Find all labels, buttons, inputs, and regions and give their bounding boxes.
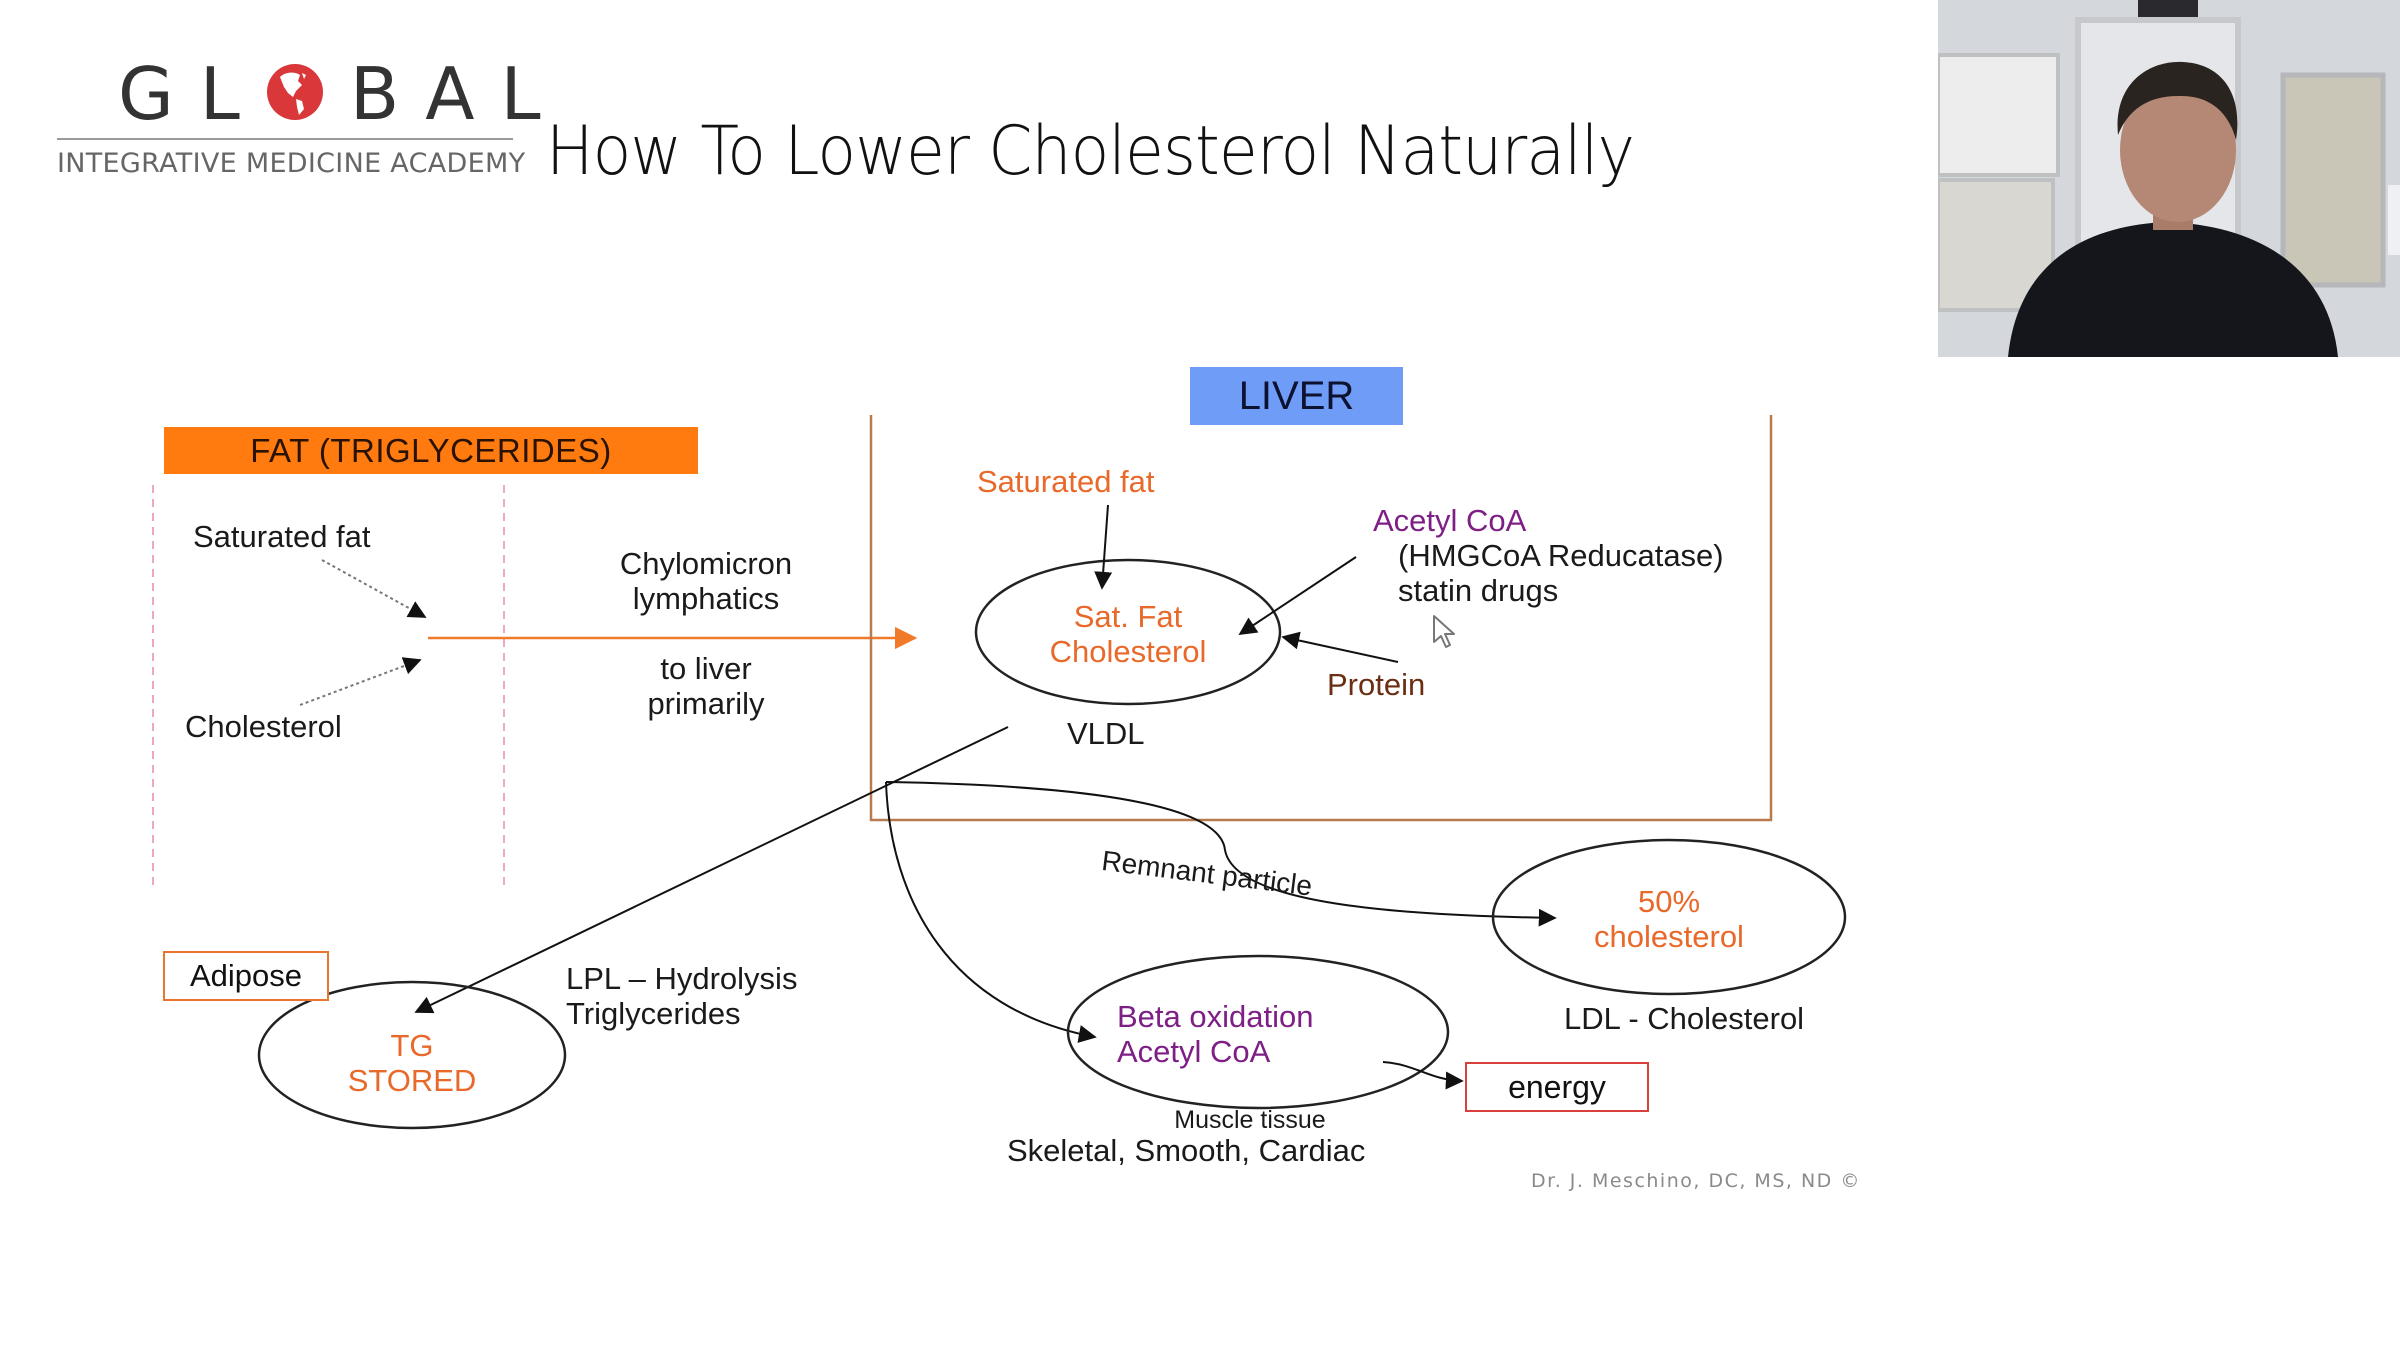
adipose-ellipse — [257, 980, 567, 1130]
stored-label: STORED — [347, 1063, 477, 1098]
energy-arrow — [1382, 1061, 1464, 1090]
remnant-arrow — [885, 781, 1557, 927]
lpl-hydrolysis-label: LPL – Hydrolysis — [566, 961, 798, 996]
saturated-fat-dotted-arrow — [321, 559, 427, 618]
presenter-video-frame — [1938, 0, 2400, 357]
saturated-fat-label: Saturated fat — [193, 519, 371, 554]
logo-divider — [57, 138, 513, 140]
presenter-webcam — [1938, 0, 2400, 357]
liver-saturated-fat-label: Saturated fat — [977, 464, 1155, 499]
ldl-cholesterol-inner-label: cholesterol — [1594, 919, 1744, 954]
beta-oxidation-label: Beta oxidation — [1117, 999, 1314, 1034]
fat-triglycerides-header: FAT (TRIGLYCERIDES) — [164, 427, 698, 474]
triglycerides-label: Triglycerides — [566, 996, 741, 1031]
logo-subtitle: INTEGRATIVE MEDICINE ACADEMY — [57, 148, 526, 179]
ldl-percent-label: 50% — [1637, 884, 1701, 919]
muscle-ellipse — [1066, 954, 1450, 1110]
logo-text-right: BAL — [349, 52, 567, 136]
muscle-tissue-label: Muscle tissue — [1174, 1106, 1326, 1134]
muscle-types-label: Skeletal, Smooth, Cardiac — [1007, 1133, 1366, 1168]
vldl-sat-fat-label: Sat. Fat — [1073, 599, 1183, 634]
hmgcoa-label: (HMGCoA Reducatase) — [1398, 538, 1724, 573]
cholesterol-label: Cholesterol — [185, 709, 342, 744]
adipose-box: Adipose — [163, 951, 329, 1001]
page-title: How To Lower Cholesterol Naturally — [546, 112, 1635, 191]
vldl-cholesterol-label: Cholesterol — [1049, 634, 1207, 669]
to-liver-label: to liver — [660, 651, 752, 686]
mouse-cursor-icon — [1432, 614, 1458, 655]
saturated-fat-arrow — [1094, 504, 1113, 590]
liver-header: LIVER — [1190, 367, 1403, 425]
lpl-arrow — [414, 726, 1009, 1014]
acetyl-coa-arrow — [1238, 556, 1357, 635]
beta-oxidation-arrow — [885, 781, 1097, 1043]
author-credit: Dr. J. Meschino, DC, MS, ND © — [1531, 1170, 1861, 1192]
statin-drugs-label: statin drugs — [1398, 573, 1559, 608]
globe-icon — [266, 60, 324, 120]
primarily-label: primarily — [647, 686, 765, 721]
ldl-ellipse — [1491, 838, 1847, 996]
liver-box — [869, 415, 1773, 822]
protein-arrow — [1281, 631, 1399, 663]
ldl-cholesterol-label: LDL - Cholesterol — [1564, 1001, 1805, 1036]
vldl-ellipse — [974, 558, 1282, 706]
tg-label: TG — [390, 1028, 434, 1063]
logo-text-left: GL — [118, 52, 266, 136]
acetyl-coa-label: Acetyl CoA — [1373, 503, 1527, 538]
protein-label: Protein — [1327, 667, 1426, 702]
cholesterol-dotted-arrow — [299, 657, 422, 706]
lymphatics-label: lymphatics — [632, 581, 780, 616]
energy-box: energy — [1465, 1062, 1649, 1112]
muscle-acetyl-coa-label: Acetyl CoA — [1117, 1034, 1271, 1069]
chylomicron-label: Chylomicron — [619, 546, 793, 581]
vldl-label: VLDL — [1067, 716, 1145, 751]
